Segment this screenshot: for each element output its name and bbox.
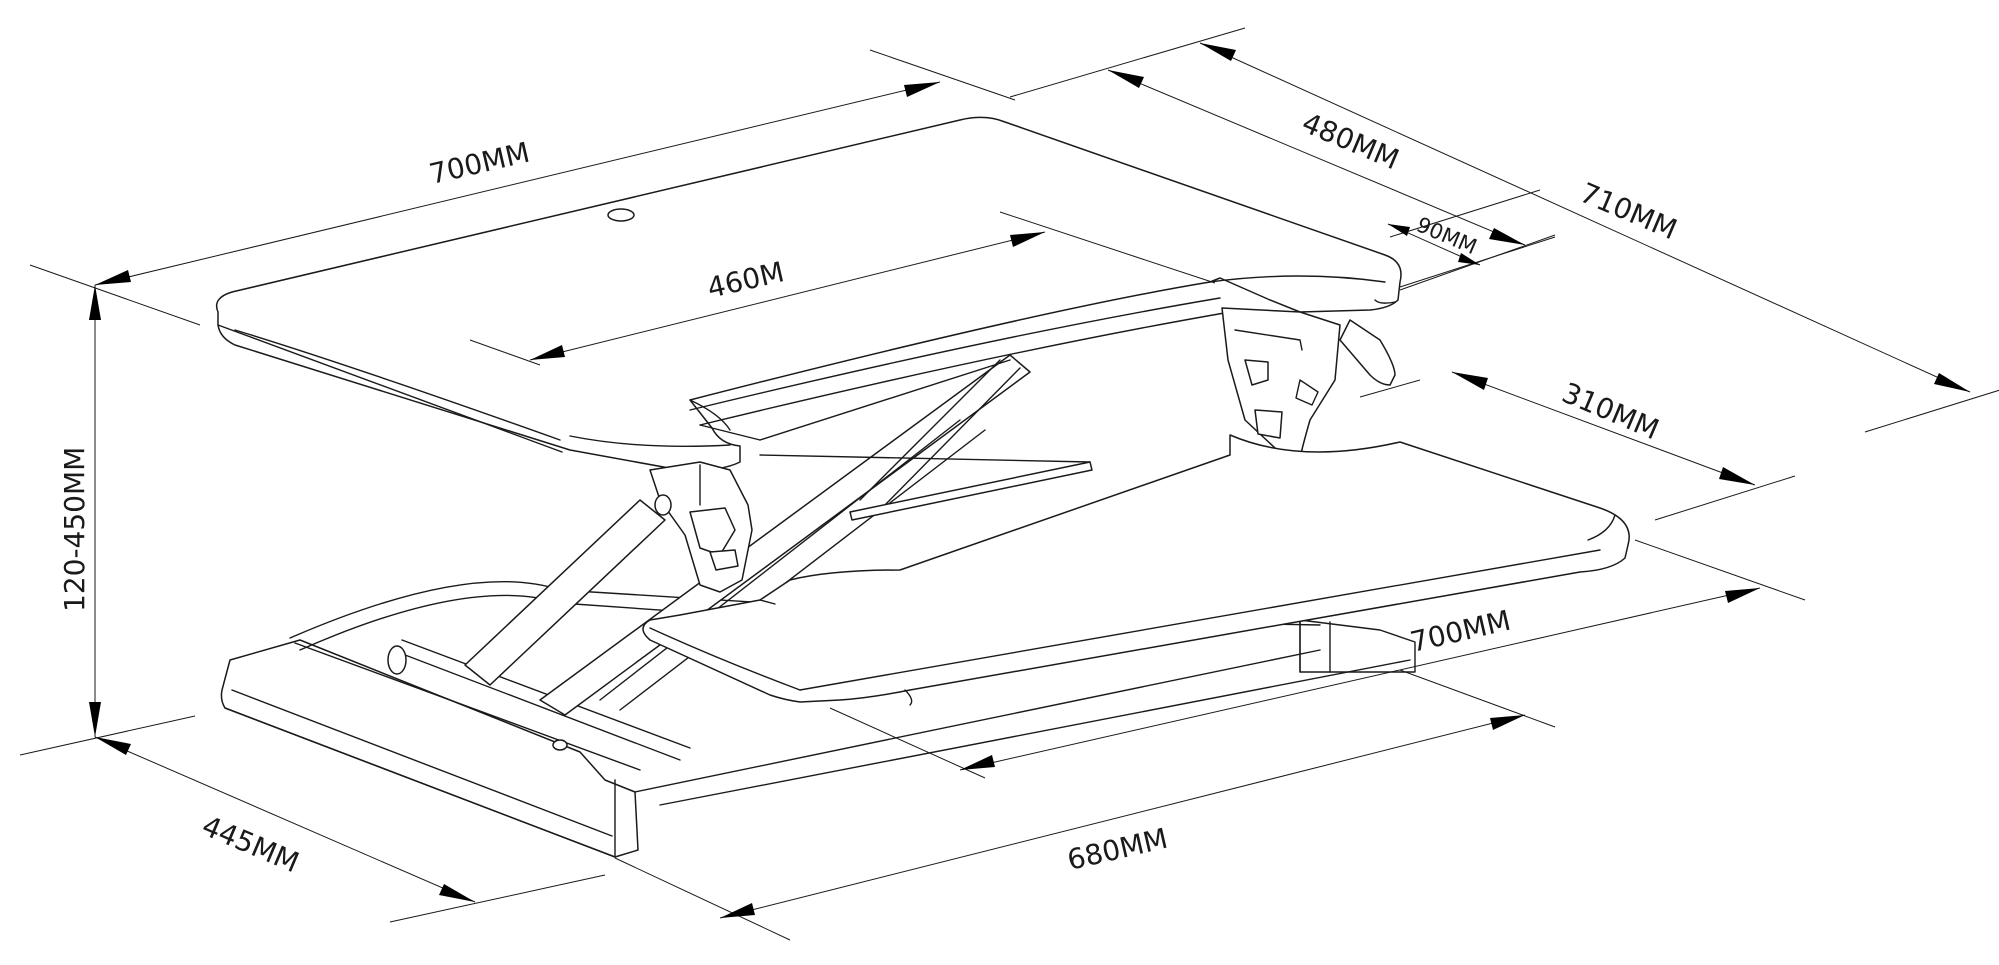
right-bracket	[1221, 307, 1396, 463]
left-bracket	[649, 461, 753, 593]
top-depth-inner-label: 480MM	[1297, 106, 1404, 176]
height-range-label: 120-450MM	[58, 447, 91, 612]
overall-depth-label: 710MM	[1575, 176, 1682, 246]
keyboard-tray-length-label: 700MM	[1407, 604, 1514, 659]
upper-work-surface	[215, 116, 1402, 472]
top-width-label: 700MM	[426, 136, 533, 191]
dimension-lines	[19, 27, 1999, 941]
base-frame	[220, 580, 1416, 858]
base-length-label: 680MM	[1064, 822, 1171, 877]
keyboard-tray	[642, 434, 1630, 706]
keyboard-tray-depth-label: 310MM	[1557, 376, 1664, 446]
base-depth-label: 445MM	[197, 809, 304, 879]
